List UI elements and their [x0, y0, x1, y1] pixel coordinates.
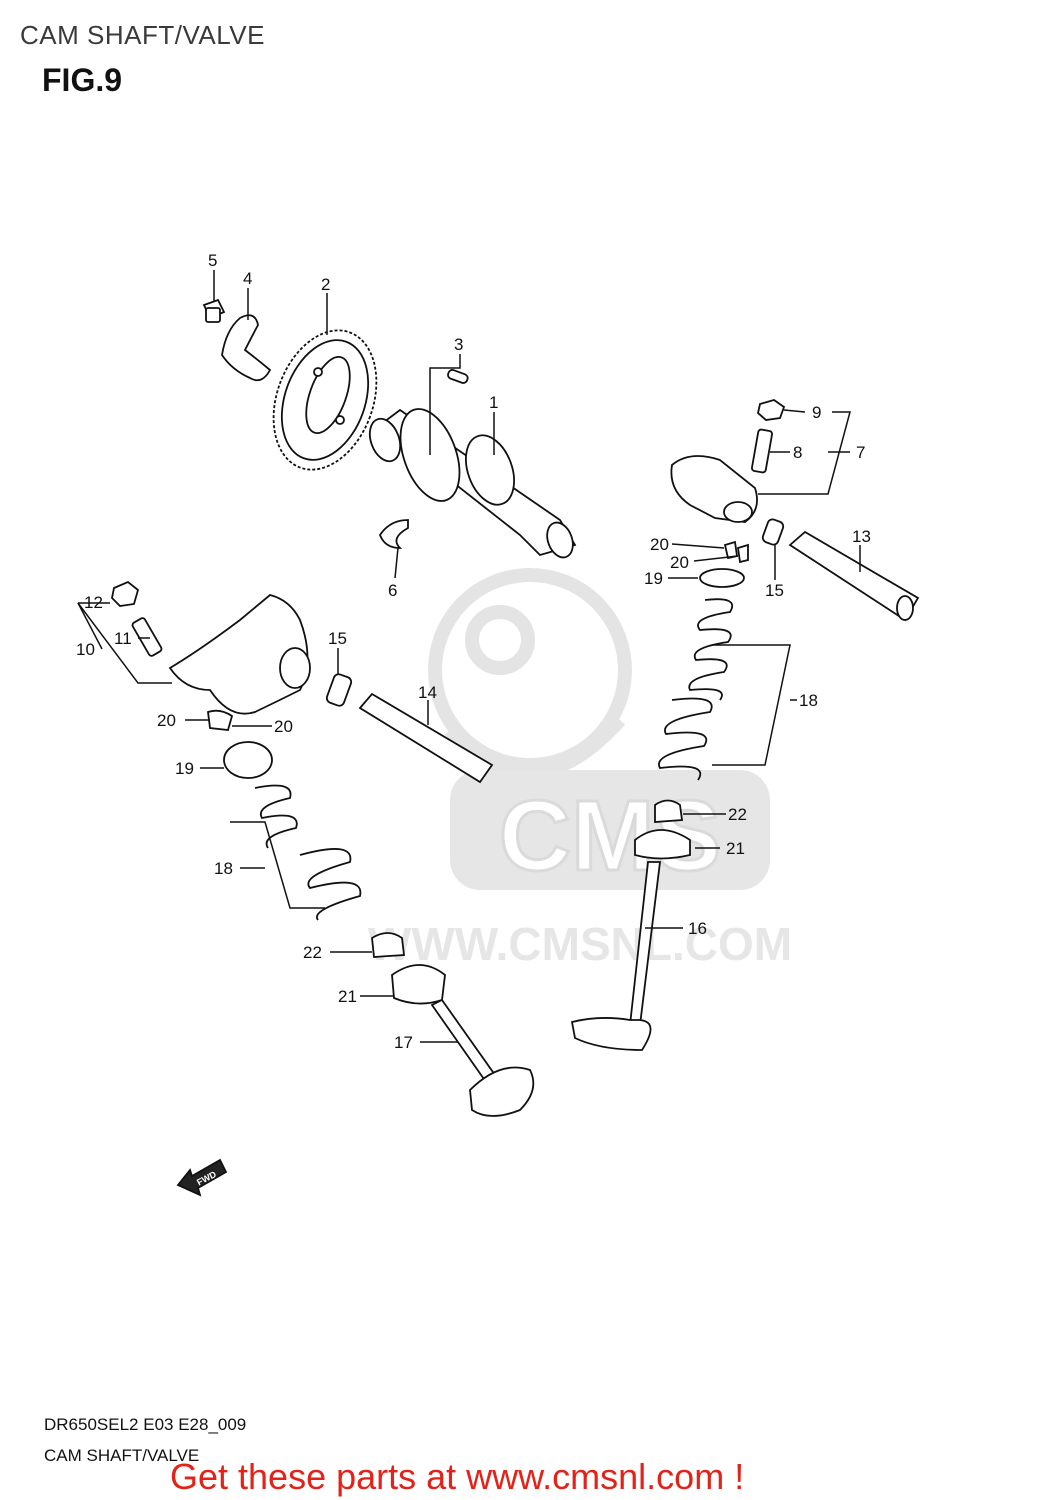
label-part-6: 6 [388, 581, 397, 600]
label-part-11: 11 [114, 629, 132, 648]
diagram-code: DR650SEL2 E03 E28_009 [44, 1415, 247, 1434]
label-part-19-a: 19 [644, 569, 663, 588]
label-part-15-a: 15 [765, 581, 784, 600]
seal-part-22-left [371, 932, 406, 958]
valve-springs-part-18-right [658, 598, 734, 781]
label-part-15-b: 15 [328, 629, 347, 648]
valve-part-17 [430, 998, 535, 1117]
label-part-20-a: 20 [650, 535, 669, 554]
label-part-9: 9 [812, 403, 821, 422]
seal-part-22-right [654, 799, 684, 823]
retainer-part-19-right [699, 568, 745, 588]
pin-part-3 [447, 369, 469, 384]
rocker-shaft-part-14 [358, 692, 494, 784]
seat-part-21-right [634, 829, 691, 860]
valve-part-16 [570, 861, 662, 1051]
gasket-part-15-left [325, 673, 353, 707]
gasket-part-15-right [761, 518, 785, 546]
label-part-17: 17 [394, 1033, 413, 1052]
circlip-part-6 [378, 519, 409, 549]
label-part-21-a: 21 [726, 839, 745, 858]
adjuster-screw-part-8 [751, 428, 773, 474]
label-part-13: 13 [852, 527, 871, 546]
camshaft-part-1 [368, 408, 577, 559]
nut-part-9 [757, 399, 786, 421]
label-part-1: 1 [489, 393, 498, 412]
label-part-12: 12 [84, 593, 103, 612]
label-part-10: 10 [76, 640, 95, 659]
label-part-3: 3 [454, 335, 463, 354]
label-part-7: 7 [856, 443, 865, 462]
label-part-22-b: 22 [303, 943, 322, 962]
label-part-20-c: 20 [157, 711, 176, 730]
fwd-arrow-icon [176, 1158, 228, 1197]
retainer-part-19-left [223, 741, 273, 779]
label-part-19-b: 19 [175, 759, 194, 778]
label-part-18-a: 18 [799, 691, 818, 710]
label-part-18-b: 18 [214, 859, 233, 878]
bolt-part-5 [202, 298, 226, 323]
figure-number: FIG.9 [42, 62, 123, 98]
label-part-16: 16 [688, 919, 707, 938]
cta-link[interactable]: Get these parts at www.cmsnl.com ! [170, 1456, 745, 1497]
label-part-5: 5 [208, 251, 217, 270]
valve-springs-part-18-left [254, 784, 362, 921]
leader-lines [77, 270, 861, 1043]
label-part-2: 2 [321, 275, 330, 294]
label-part-4: 4 [243, 269, 252, 288]
nut-part-12 [111, 580, 140, 607]
label-part-22-a: 22 [728, 805, 747, 824]
label-part-20-d: 20 [274, 717, 293, 736]
cam-sprocket-part-2 [272, 329, 378, 471]
adjuster-screw-part-11 [131, 617, 163, 657]
cotter-part-20-left [207, 709, 234, 731]
page-title: CAM SHAFT/VALVE [20, 20, 265, 50]
clip-part-4 [221, 314, 272, 382]
label-part-14: 14 [418, 683, 437, 702]
label-part-8: 8 [793, 443, 802, 462]
label-part-21-b: 21 [338, 987, 357, 1006]
rocker-shaft-part-13 [788, 530, 920, 622]
label-part-20-b: 20 [670, 553, 689, 572]
watermark-url: WWW.CMSNL.COM [368, 918, 790, 970]
diagram-caption: CAM SHAFT/VALVE [44, 1446, 200, 1465]
seat-part-21-left [391, 964, 446, 1005]
